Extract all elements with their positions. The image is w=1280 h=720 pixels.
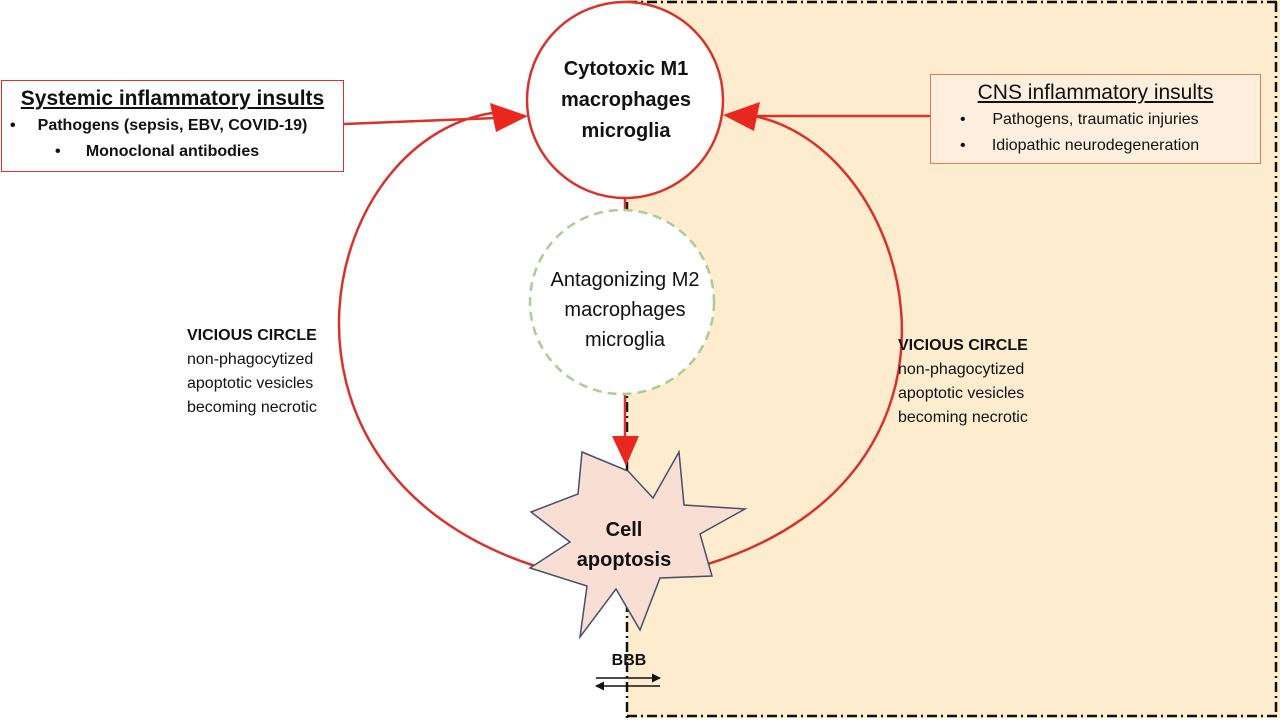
m2-node-circle — [528, 208, 716, 396]
vicious-circle-left-label: VICIOUS CIRCLE non-phagocytized apoptoti… — [187, 324, 317, 420]
m1-line: microglia — [581, 120, 671, 142]
vicious-circle-line: apoptotic vesicles — [898, 385, 1025, 402]
cns-insults-box: CNS inflammatory insults Pathogens, trau… — [930, 74, 1261, 164]
m2-to-apoptosis-arrowhead — [612, 436, 639, 466]
m1-node-label: Cytotoxic M1 macrophages microglia — [528, 54, 724, 147]
vicious-circle-line: becoming necrotic — [898, 409, 1028, 426]
m2-line: macrophages — [564, 299, 686, 321]
m2-node-label: Antagonizing M2 macrophages microglia — [531, 265, 719, 355]
systemic-insult-item: Monoclonal antibodies — [2, 139, 343, 165]
cns-insults-list: Pathogens, traumatic injuries Idiopathic… — [931, 107, 1260, 159]
m1-node-circle — [525, 0, 725, 200]
left-arrowhead — [490, 103, 528, 132]
m1-line: Cytotoxic M1 — [563, 58, 689, 80]
systemic-insult-item: Pathogens (sepsis, EBV, COVID-19) — [2, 113, 343, 139]
vicious-circle-left-arc — [337, 110, 536, 568]
apoptosis-line: apoptosis — [576, 549, 672, 571]
vicious-circle-line: non-phagocytized — [187, 351, 314, 368]
vicious-circle-right-label: VICIOUS CIRCLE non-phagocytized apoptoti… — [898, 334, 1028, 430]
vicious-circle-line: apoptotic vesicles — [187, 375, 314, 392]
bbb-label: BBB — [611, 652, 647, 669]
systemic-insults-box: Systemic inflammatory insults Pathogens … — [1, 80, 344, 172]
right-arrowhead — [723, 102, 760, 131]
cns-insults-title: CNS inflammatory insults — [977, 81, 1214, 104]
cns-insult-item: Pathogens, traumatic injuries — [931, 107, 1260, 133]
m2-line: Antagonizing M2 — [550, 269, 700, 291]
apoptosis-starburst — [528, 449, 748, 640]
m1-line: macrophages — [560, 89, 692, 111]
apoptosis-line: Cell — [605, 519, 643, 541]
apoptosis-node-label: Cell apoptosis — [562, 515, 686, 575]
m2-line: microglia — [584, 329, 666, 351]
systemic-arrow-line — [343, 116, 497, 126]
systemic-insults-title: Systemic inflammatory insults — [20, 87, 325, 110]
vicious-circle-right-arc — [707, 112, 904, 566]
vicious-circle-title: VICIOUS CIRCLE — [187, 327, 317, 344]
cns-insult-item: Idiopathic neurodegeneration — [931, 133, 1260, 159]
vicious-circle-title: VICIOUS CIRCLE — [898, 337, 1028, 354]
vicious-circle-line: becoming necrotic — [187, 399, 317, 416]
vicious-circle-line: non-phagocytized — [898, 361, 1025, 378]
systemic-insults-list: Pathogens (sepsis, EBV, COVID-19) Monocl… — [2, 113, 343, 165]
